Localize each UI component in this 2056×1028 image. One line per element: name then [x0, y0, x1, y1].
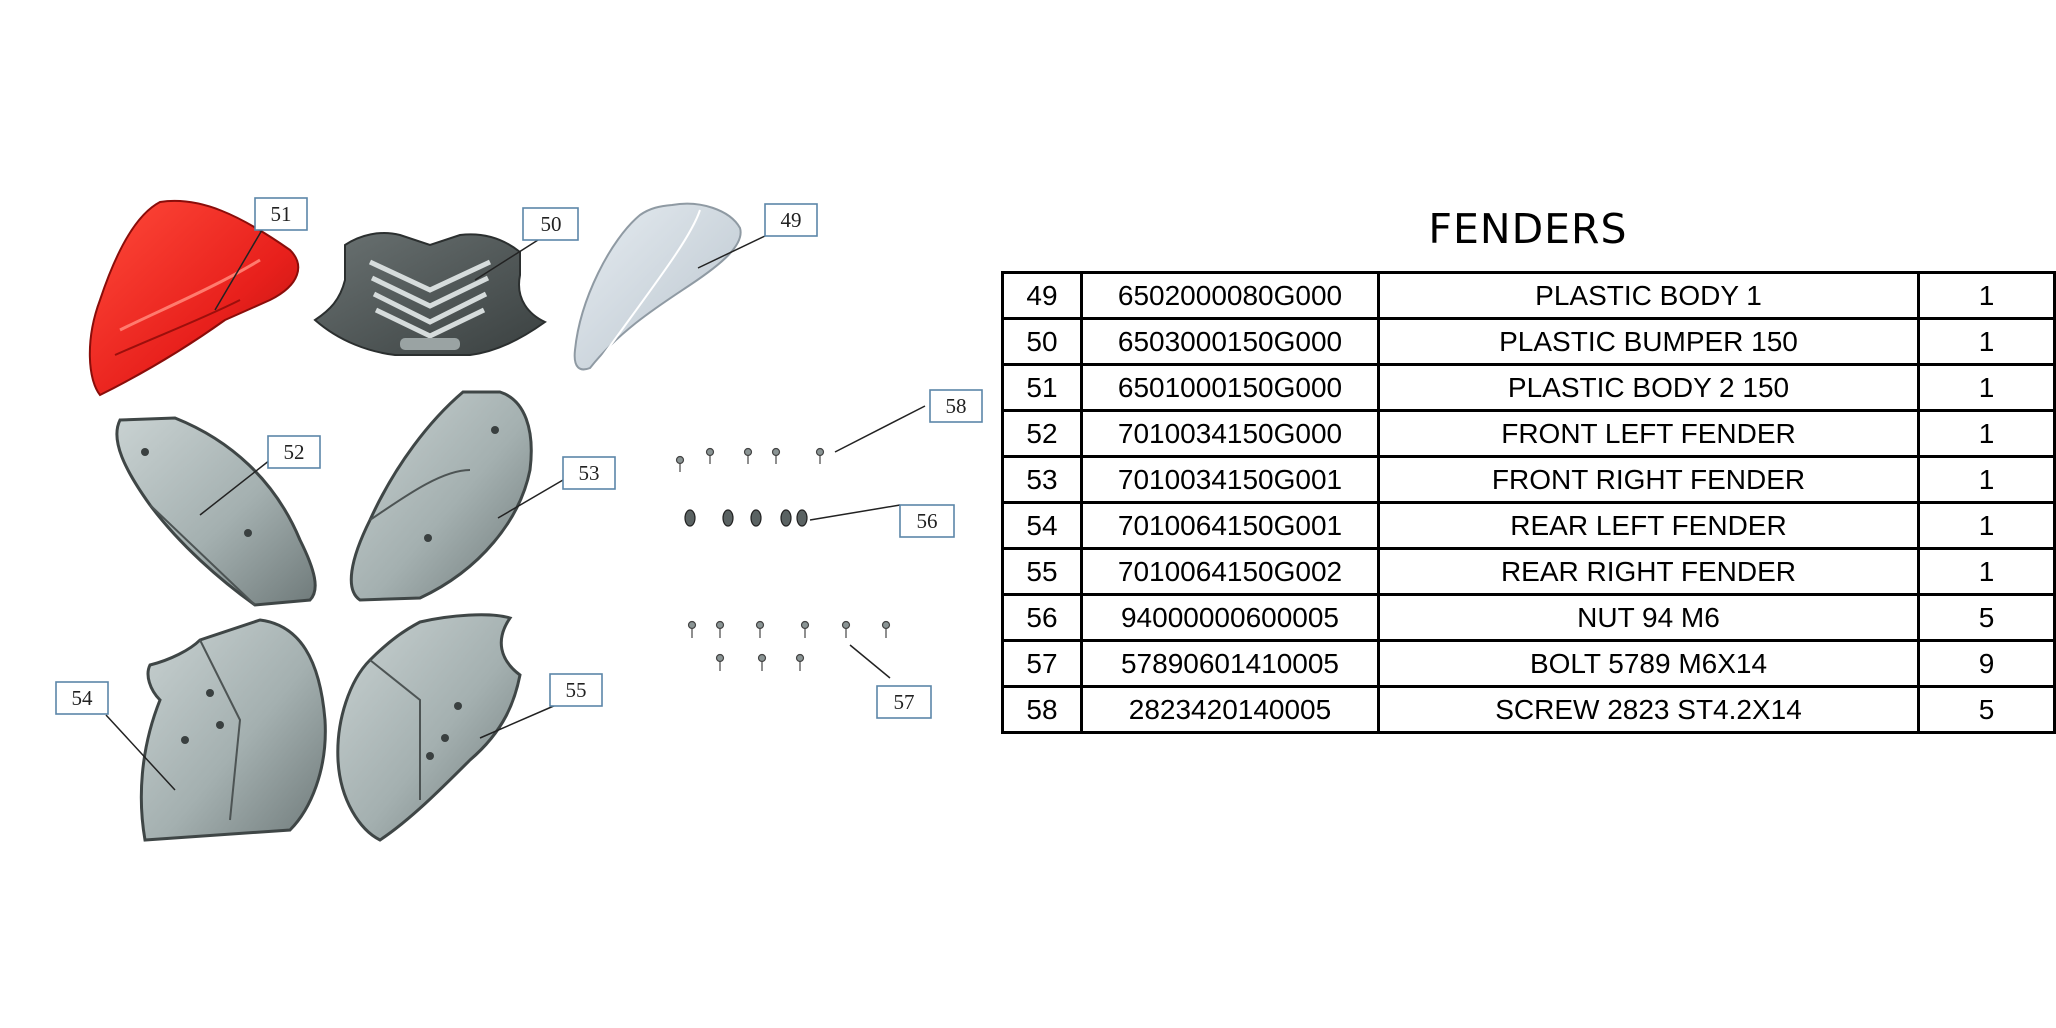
table-row: 57 57890601410005 BOLT 5789 M6X14 9: [1001, 639, 2056, 688]
part-number-cell: 7010064150G001: [1080, 501, 1380, 550]
svg-text:51: 51: [271, 202, 292, 226]
part-number-cell: 7010034150G001: [1080, 455, 1380, 504]
part-51-plastic-body-2: [88, 199, 300, 397]
part-number-cell: 7010034150G000: [1080, 409, 1380, 458]
ref-number-cell: 54: [1001, 501, 1083, 550]
part-number-cell: 2823420140005: [1080, 685, 1380, 734]
description-cell: SCREW 2823 ST4.2X14: [1377, 685, 1920, 734]
table-row: 52 7010034150G000 FRONT LEFT FENDER 1: [1001, 409, 2056, 458]
part-55-rear-right-fender: [336, 613, 522, 842]
ref-number-cell: 49: [1001, 271, 1083, 320]
description-cell: PLASTIC BODY 2 150: [1377, 363, 1920, 412]
part-number-cell: 94000000600005: [1080, 593, 1380, 642]
callout-52: 52: [267, 435, 321, 469]
part-56-nuts: [684, 509, 808, 527]
part-number-cell: 7010064150G002: [1080, 547, 1380, 596]
description-cell: REAR RIGHT FENDER: [1377, 547, 1920, 596]
ref-number-cell: 58: [1001, 685, 1083, 734]
callout-55: 55: [549, 673, 603, 707]
description-cell: REAR LEFT FENDER: [1377, 501, 1920, 550]
exploded-parts-diagram: 51 50 49 52 53 58 56 57 54 55: [55, 197, 983, 842]
table-row: 54 7010064150G001 REAR LEFT FENDER 1: [1001, 501, 2056, 550]
callout-53: 53: [562, 456, 616, 490]
svg-text:52: 52: [284, 440, 305, 464]
part-57-bolts: [687, 620, 891, 671]
table-row: 55 7010064150G002 REAR RIGHT FENDER 1: [1001, 547, 2056, 596]
svg-text:54: 54: [72, 686, 94, 710]
ref-number-cell: 50: [1001, 317, 1083, 366]
quantity-cell: 1: [1917, 455, 2056, 504]
svg-text:50: 50: [541, 212, 562, 236]
description-cell: FRONT LEFT FENDER: [1377, 409, 1920, 458]
part-number-cell: 57890601410005: [1080, 639, 1380, 688]
quantity-cell: 9: [1917, 639, 2056, 688]
part-number-cell: 6502000080G000: [1080, 271, 1380, 320]
quantity-cell: 1: [1917, 317, 2056, 366]
svg-text:57: 57: [894, 690, 915, 714]
callout-58: 58: [929, 389, 983, 423]
table-row: 58 2823420140005 SCREW 2823 ST4.2X14 5: [1001, 685, 2056, 734]
quantity-cell: 1: [1917, 501, 2056, 550]
svg-text:49: 49: [781, 208, 802, 232]
description-cell: BOLT 5789 M6X14: [1377, 639, 1920, 688]
quantity-cell: 1: [1917, 363, 2056, 412]
ref-number-cell: 51: [1001, 363, 1083, 412]
part-49-plastic-body-1: [573, 202, 742, 371]
description-cell: FRONT RIGHT FENDER: [1377, 455, 1920, 504]
part-53-front-right-fender: [349, 390, 533, 602]
quantity-cell: 1: [1917, 271, 2056, 320]
ref-number-cell: 57: [1001, 639, 1083, 688]
parts-table: 49 6502000080G000 PLASTIC BODY 1 1 50 65…: [1001, 271, 2056, 734]
quantity-cell: 5: [1917, 685, 2056, 734]
table-row: 56 94000000600005 NUT 94 M6 5: [1001, 593, 2056, 642]
callout-57: 57: [876, 685, 932, 719]
description-cell: NUT 94 M6: [1377, 593, 1920, 642]
description-cell: PLASTIC BUMPER 150: [1377, 317, 1920, 366]
svg-text:53: 53: [579, 461, 600, 485]
part-number-cell: 6503000150G000: [1080, 317, 1380, 366]
part-number-cell: 6501000150G000: [1080, 363, 1380, 412]
table-row: 51 6501000150G000 PLASTIC BODY 2 150 1: [1001, 363, 2056, 412]
callout-56: 56: [899, 504, 955, 538]
quantity-cell: 1: [1917, 547, 2056, 596]
ref-number-cell: 53: [1001, 455, 1083, 504]
svg-text:55: 55: [566, 678, 587, 702]
svg-text:58: 58: [946, 394, 967, 418]
callout-50: 50: [522, 207, 579, 241]
part-58-screws: [675, 447, 825, 472]
ref-number-cell: 56: [1001, 593, 1083, 642]
callout-54: 54: [55, 681, 109, 715]
ref-number-cell: 52: [1001, 409, 1083, 458]
page-title: FENDERS: [1428, 205, 1628, 253]
quantity-cell: 5: [1917, 593, 2056, 642]
ref-number-cell: 55: [1001, 547, 1083, 596]
part-54-rear-left-fender: [139, 618, 327, 842]
table-row: 53 7010034150G001 FRONT RIGHT FENDER 1: [1001, 455, 2056, 504]
part-50-plastic-bumper: [313, 232, 547, 356]
quantity-cell: 1: [1917, 409, 2056, 458]
table-row: 50 6503000150G000 PLASTIC BUMPER 150 1: [1001, 317, 2056, 366]
svg-text:56: 56: [917, 509, 938, 533]
leader-lines: [105, 229, 926, 791]
callout-51: 51: [254, 197, 308, 231]
description-cell: PLASTIC BODY 1: [1377, 271, 1920, 320]
callout-49: 49: [764, 203, 818, 237]
table-row: 49 6502000080G000 PLASTIC BODY 1 1: [1001, 271, 2056, 320]
part-52-front-left-fender: [115, 416, 317, 607]
